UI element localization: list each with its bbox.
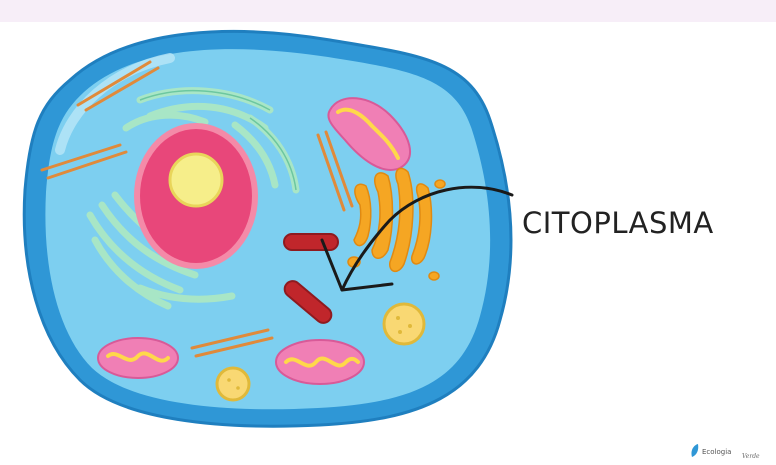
vesicle-right (384, 304, 424, 344)
mitochondrion-bottom (276, 340, 364, 384)
svg-text:Verde: Verde (742, 453, 760, 460)
svg-text:Ecologia: Ecologia (702, 448, 731, 456)
leaf-logo-icon: Ecologia Verde (688, 442, 770, 460)
vesicle-bottom (217, 368, 249, 400)
cytoplasm-label: CITOPLASMA (522, 206, 714, 240)
ribosome-capsule-1 (284, 234, 338, 250)
nucleolus (170, 154, 222, 206)
mitochondrion-left (98, 338, 178, 378)
